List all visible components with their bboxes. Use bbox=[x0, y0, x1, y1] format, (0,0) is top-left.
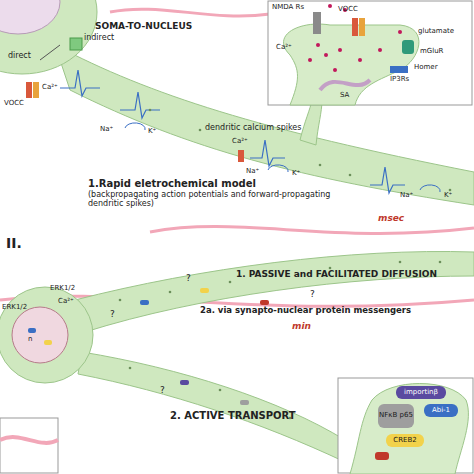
inset-frame bbox=[0, 418, 58, 473]
pointer-line bbox=[40, 45, 60, 60]
protein-messenger: Abi-1 bbox=[424, 404, 458, 417]
annotation-label: ? bbox=[186, 274, 191, 284]
annotation-label: Na⁺ bbox=[400, 192, 413, 200]
node-text: Abi-1 bbox=[432, 407, 450, 414]
annotation-label: ? bbox=[160, 386, 165, 396]
annotation-label: mGluR bbox=[420, 48, 444, 56]
annotation-label: 2. ACTIVE TRANSPORT bbox=[170, 410, 296, 421]
protein-messenger: NFκB p65 bbox=[378, 404, 414, 428]
annotation-label: n bbox=[28, 336, 32, 344]
annotation-label: K⁺ bbox=[148, 128, 156, 136]
annotation-label: SA bbox=[340, 92, 349, 100]
axon-fiber bbox=[0, 296, 474, 306]
inset-frame bbox=[338, 378, 473, 473]
annotation-label: Ca²⁺ bbox=[232, 138, 248, 146]
annotation-label: ERK1/2 bbox=[50, 285, 75, 293]
annotation-label: Ca²⁺ bbox=[42, 84, 58, 92]
annotation-label: VOCC bbox=[338, 6, 358, 14]
vocc-icon bbox=[238, 150, 244, 162]
annotation-label: glutamate bbox=[418, 28, 454, 36]
protein-messenger: importinβ bbox=[396, 386, 446, 399]
annotation-label: ? bbox=[310, 290, 315, 300]
spine-apparatus bbox=[320, 80, 370, 90]
vocc-channel bbox=[352, 18, 358, 36]
annotation-label: Homer bbox=[414, 64, 438, 72]
node-text: CREB2 bbox=[393, 437, 416, 444]
axon-fiber bbox=[110, 9, 270, 16]
spine-neck bbox=[300, 100, 322, 145]
annotation-label: ? bbox=[110, 310, 115, 320]
nucleus bbox=[0, 0, 60, 34]
node-text: importinβ bbox=[404, 389, 438, 396]
annotation-label: II. bbox=[6, 236, 22, 251]
dendrite bbox=[75, 251, 474, 332]
annotation-label: Na⁺ bbox=[246, 168, 259, 176]
vocc-icon bbox=[33, 82, 39, 98]
annotation-label: direct bbox=[8, 52, 31, 61]
annotation-label: msec bbox=[378, 214, 404, 224]
annotation-label: K⁺ bbox=[292, 170, 300, 178]
annotation-label: Na⁺ bbox=[100, 126, 113, 134]
annotation-label: 2a. via synapto-nuclear protein messenge… bbox=[200, 306, 411, 315]
inset-frame bbox=[268, 1, 472, 105]
annotation-label: Ca²⁺ bbox=[58, 298, 74, 306]
annotation-label: (backpropagating action potentials and f… bbox=[88, 191, 338, 209]
annotation-label: 1. PASSIVE and FACILITATED DIFFUSION bbox=[236, 270, 437, 280]
axon-fiber bbox=[0, 437, 58, 443]
annotation-label: min bbox=[292, 322, 311, 332]
annotation-label: indirect bbox=[84, 34, 114, 43]
dendrite bbox=[78, 352, 345, 462]
annotation-label: VOCC bbox=[4, 100, 24, 108]
protein-messenger: CREB2 bbox=[386, 434, 424, 447]
annotation-label: Ca²⁺ bbox=[276, 44, 292, 52]
annotation-label: SOMA-TO-NUCLEUS bbox=[95, 22, 192, 32]
spine-head bbox=[350, 384, 468, 474]
annotation-label: NMDA Rs bbox=[272, 4, 304, 12]
calcium-ions bbox=[308, 4, 402, 72]
annotation-label: IP3Rs bbox=[390, 76, 409, 84]
nmda-receptor bbox=[313, 12, 321, 34]
annotation-label: 1.Rapid eletrochemical model bbox=[88, 178, 256, 189]
channel-icon bbox=[70, 38, 82, 50]
spine-head bbox=[284, 24, 419, 105]
mglur-receptor bbox=[402, 40, 414, 54]
soma bbox=[0, 0, 97, 74]
annotation-label: ERK1/2 bbox=[2, 304, 27, 312]
vocc-channel bbox=[359, 18, 365, 36]
ip3-receptor bbox=[390, 66, 408, 73]
axon-fiber bbox=[150, 227, 474, 234]
annotation-label: K⁺ bbox=[444, 192, 452, 200]
node-text: NFκB p65 bbox=[379, 412, 413, 419]
nucleus bbox=[12, 307, 68, 363]
soma bbox=[0, 287, 93, 383]
vocc-icon bbox=[26, 82, 32, 98]
annotation-label: dendritic calcium spikes bbox=[205, 124, 301, 133]
protein-messenger bbox=[375, 452, 389, 460]
